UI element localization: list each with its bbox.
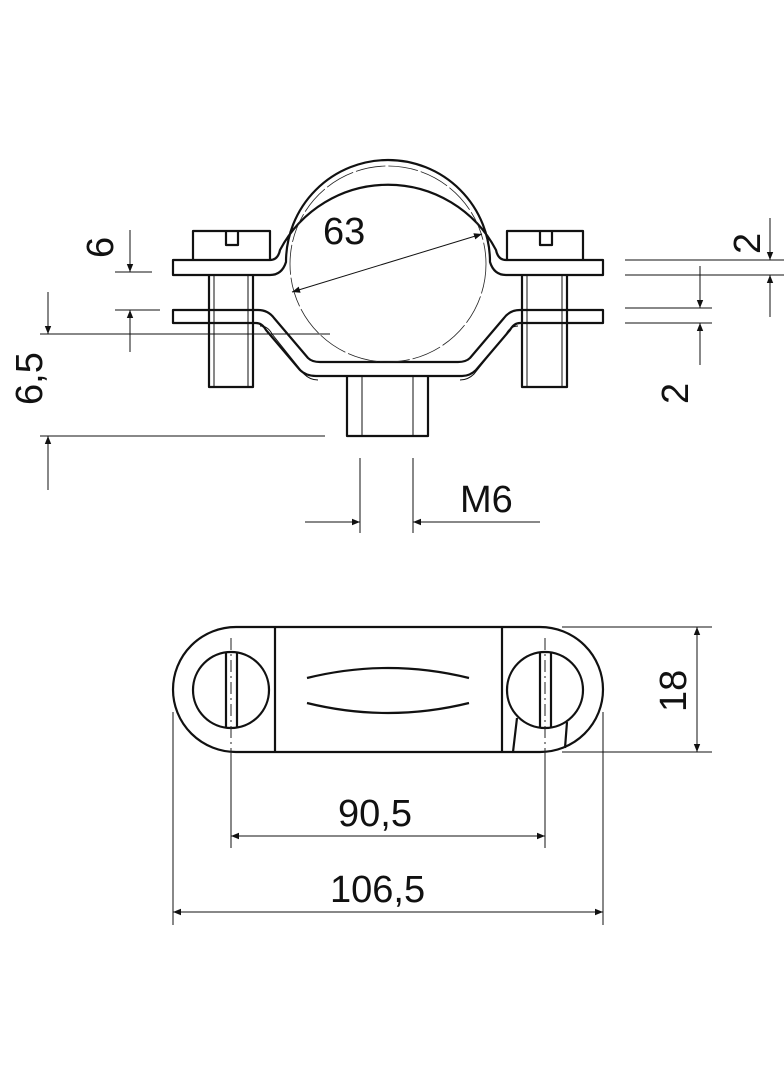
spacing-label: 90,5 bbox=[338, 793, 412, 835]
right-bolt-head bbox=[505, 229, 585, 259]
saddle-edge bbox=[259, 325, 519, 381]
thread-label: M6 bbox=[460, 479, 513, 521]
width-label: 18 bbox=[653, 670, 695, 712]
left-screw-slot bbox=[224, 652, 239, 728]
right-screw-slot bbox=[511, 652, 569, 753]
nut-thread-lines bbox=[361, 376, 414, 436]
width-extension-lines bbox=[562, 626, 712, 753]
nut bbox=[345, 376, 430, 438]
top-view: 18 90,5 106,5 bbox=[171, 625, 712, 925]
bottom-thickness-label: 2 bbox=[655, 383, 697, 404]
upper-clip-band bbox=[171, 158, 605, 277]
length-label: 106,5 bbox=[330, 869, 425, 911]
nut-extension-lines bbox=[40, 333, 330, 437]
thread-extension-lines bbox=[359, 458, 414, 533]
diameter-dimension-line bbox=[291, 233, 483, 293]
slot-outline bbox=[171, 625, 605, 754]
top-thickness-label: 2 bbox=[727, 233, 769, 254]
centerlines bbox=[230, 638, 546, 772]
lower-saddle bbox=[171, 308, 605, 378]
gap-extension-lines bbox=[115, 271, 160, 311]
length-extension-lines bbox=[172, 712, 604, 925]
front-view: 63 6 6,5 M6 2 2 bbox=[9, 158, 784, 533]
left-thread-lines bbox=[213, 275, 249, 387]
band-emboss bbox=[306, 666, 470, 715]
left-bolt-shank bbox=[207, 275, 255, 389]
nut-height-label: 6,5 bbox=[9, 352, 51, 405]
pipe-outline bbox=[289, 165, 487, 363]
right-bolt-shank bbox=[520, 275, 569, 389]
band-edges bbox=[273, 627, 504, 752]
left-bolt-head bbox=[191, 229, 272, 259]
gap-label: 6 bbox=[80, 237, 122, 258]
diameter-label: 63 bbox=[323, 211, 365, 253]
right-thread-lines bbox=[526, 275, 563, 387]
thickness-extension-lines bbox=[625, 259, 784, 324]
